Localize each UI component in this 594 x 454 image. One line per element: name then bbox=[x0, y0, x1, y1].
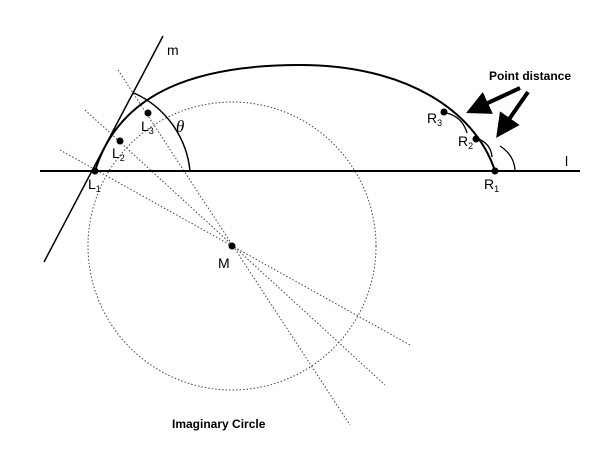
point-r3 bbox=[440, 108, 448, 116]
label-l3: L3 bbox=[141, 118, 154, 136]
angle-arc bbox=[133, 92, 191, 172]
dotted-line-3 bbox=[117, 69, 351, 426]
label-l1: L1 bbox=[88, 176, 101, 194]
label-l-line: l bbox=[565, 153, 568, 169]
label-center-m: M bbox=[218, 255, 230, 271]
distance-arc-3 bbox=[499, 145, 516, 171]
label-imaginary-circle: Imaginary Circle bbox=[172, 417, 266, 431]
imaginary-circle bbox=[87, 101, 377, 391]
label-point-distance: Point distance bbox=[489, 69, 571, 83]
point-r2 bbox=[472, 135, 480, 143]
label-r3: R3 bbox=[427, 110, 442, 128]
arrow-left bbox=[466, 86, 521, 114]
arrow-right bbox=[496, 90, 530, 138]
label-r1: R1 bbox=[484, 176, 499, 194]
point-l3 bbox=[144, 109, 152, 117]
label-theta: θ bbox=[176, 117, 184, 136]
curve bbox=[94, 63, 496, 172]
label-m-line: m bbox=[167, 42, 179, 58]
label-r2: R2 bbox=[458, 133, 473, 151]
point-l2 bbox=[116, 137, 124, 145]
point-l1 bbox=[91, 167, 99, 175]
point-r1 bbox=[491, 167, 499, 175]
label-l2: L2 bbox=[112, 145, 125, 163]
distance-arc-1 bbox=[441, 111, 468, 134]
point-m bbox=[228, 242, 236, 250]
